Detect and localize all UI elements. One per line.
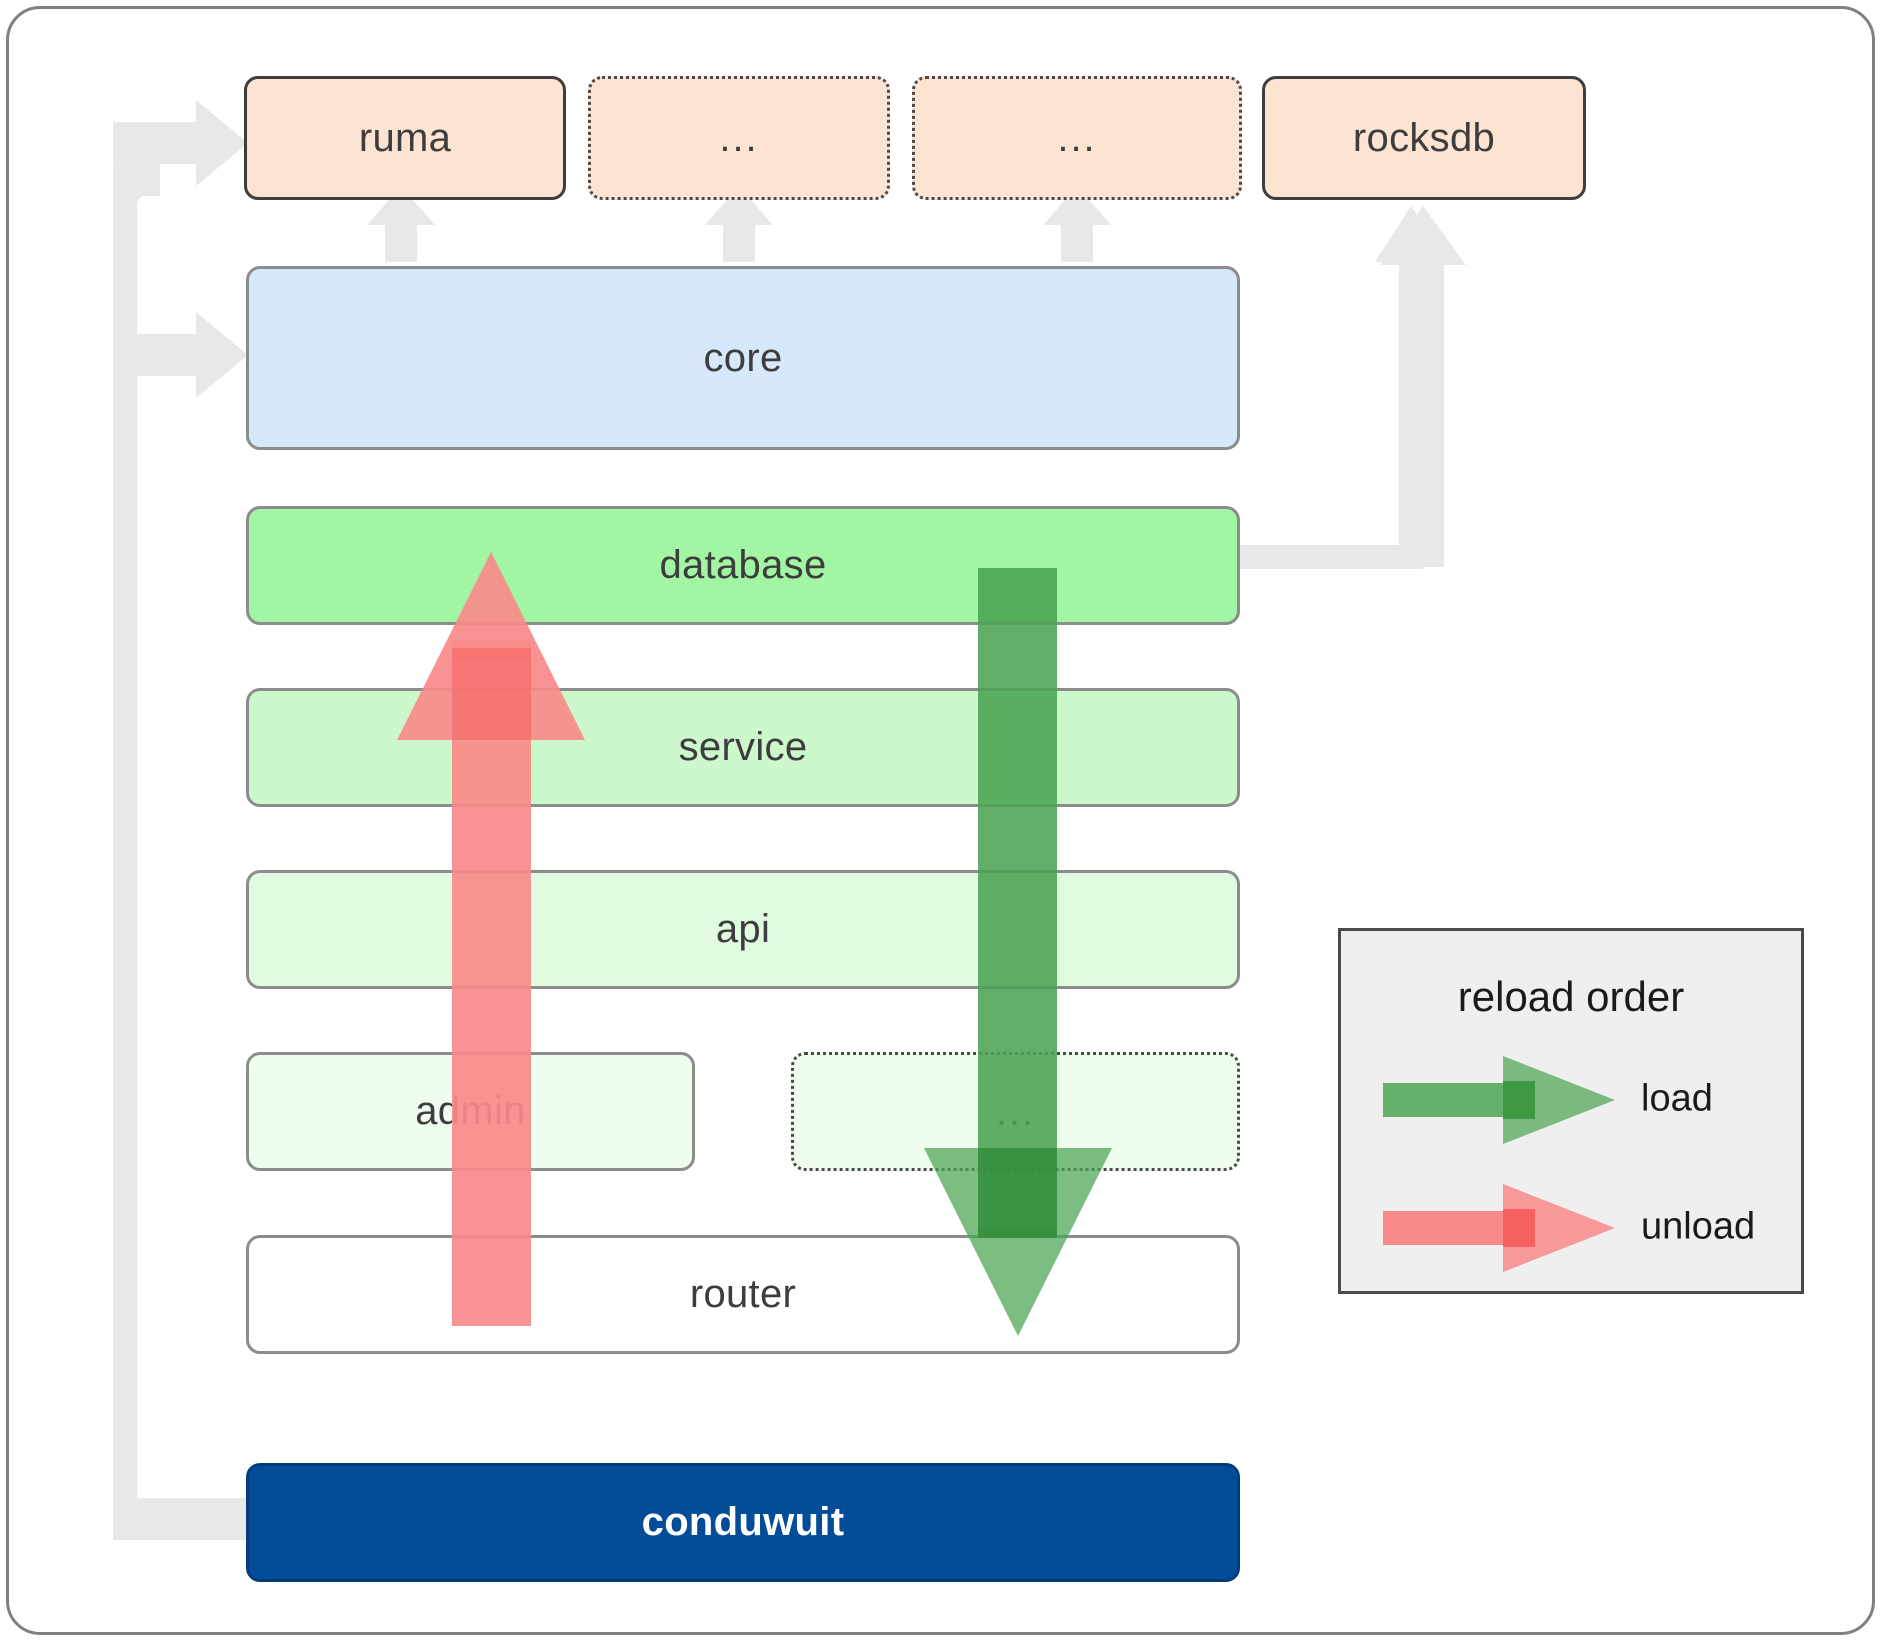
node-label-service: service — [678, 725, 808, 769]
node-label-rocksdb: rocksdb — [1352, 115, 1496, 160]
node-label-conduwuit: conduwuit — [641, 1500, 845, 1544]
legend-label-unload: unload — [1641, 1205, 1756, 1248]
load-arrow-icon — [1383, 1056, 1615, 1144]
node-label-database: database — [659, 543, 827, 587]
node-database[interactable]: database — [246, 506, 1240, 625]
node-label-dependency-2: ... — [719, 116, 759, 160]
legend-label-load: load — [1641, 1077, 1713, 1120]
node-label-dependency-3: ... — [1057, 116, 1097, 160]
node-dependency-3[interactable]: ... — [912, 76, 1242, 200]
node-label-admin-more: ... — [995, 1089, 1036, 1134]
node-label-core: core — [703, 335, 783, 380]
node-admin-more[interactable]: ... — [791, 1052, 1240, 1171]
node-dependency-2[interactable]: ... — [588, 76, 890, 200]
node-router[interactable]: router — [246, 1235, 1240, 1354]
node-label-api: api — [715, 907, 771, 951]
node-label-ruma: ruma — [358, 115, 452, 160]
legend-row-load: load — [1341, 1056, 1801, 1144]
node-rocksdb[interactable]: rocksdb — [1262, 76, 1586, 200]
node-service[interactable]: service — [246, 688, 1240, 807]
node-conduwuit[interactable]: conduwuit — [246, 1463, 1240, 1582]
node-api[interactable]: api — [246, 870, 1240, 989]
legend-title: reload order — [1457, 973, 1685, 1020]
legend-panel: reload order load unload — [1338, 928, 1804, 1294]
node-ruma[interactable]: ruma — [244, 76, 566, 200]
node-admin[interactable]: admin — [246, 1052, 695, 1171]
unload-arrow-icon — [1383, 1184, 1615, 1272]
node-label-router: router — [689, 1272, 797, 1316]
node-label-admin: admin — [415, 1089, 526, 1133]
node-core[interactable]: core — [246, 266, 1240, 450]
legend-row-unload: unload — [1341, 1184, 1801, 1272]
